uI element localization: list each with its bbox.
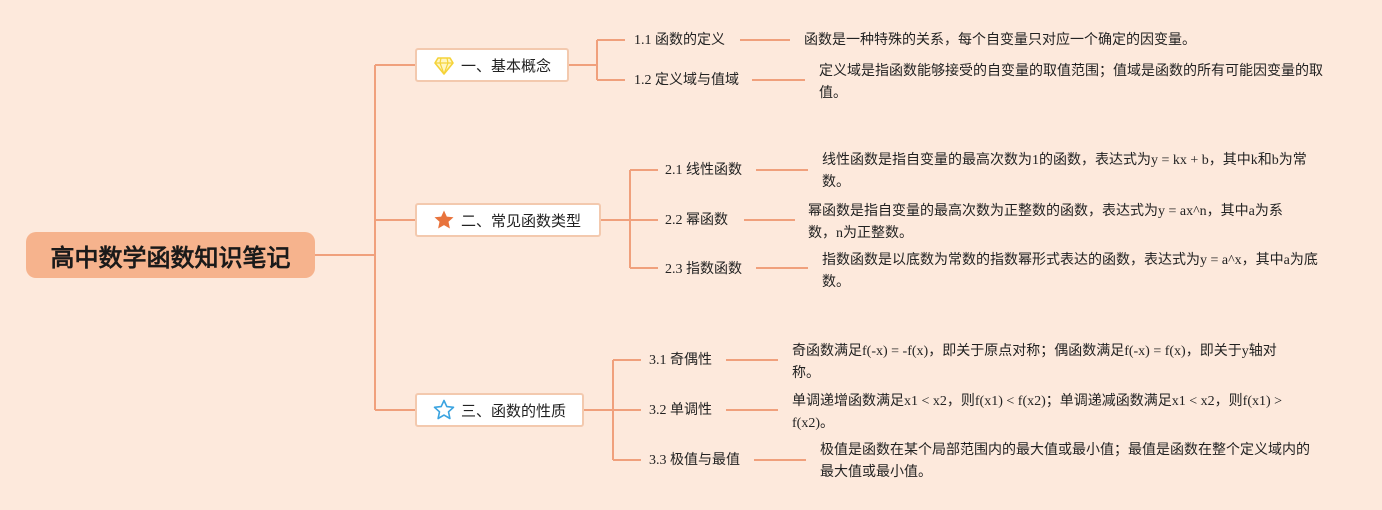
desc-exponential-function: 指数函数是以底数为常数的指数幂形式表达的函数，表达式为y = a^x，其中a为底… (822, 253, 1318, 290)
branch-common-function-types[interactable]: 二、常见函数类型 (415, 203, 601, 237)
leaf-extrema[interactable]: 3.3 极值与最值 (649, 453, 740, 468)
desc-linear-function: 线性函数是指自变量的最高次数为1的函数，表达式为y = kx + b，其中k和b… (822, 153, 1307, 190)
star-filled-icon (433, 209, 455, 231)
leaf-monotonicity[interactable]: 3.2 单调性 (649, 403, 712, 418)
desc-monotonicity: 单调递增函数满足x1 < x2，则f(x1) < f(x2)；单调递减函数满足x… (792, 394, 1283, 431)
leaf-power-function[interactable]: 2.2 幂函数 (665, 213, 728, 228)
diamond-icon (433, 54, 455, 76)
desc-power-function: 幂函数是指自变量的最高次数为正整数的函数，表达式为y = ax^n，其中a为系数… (808, 204, 1283, 241)
branch-label: 三、函数的性质 (461, 401, 567, 420)
leaf-linear-function[interactable]: 2.1 线性函数 (665, 163, 742, 178)
branch-function-properties[interactable]: 三、函数的性质 (415, 393, 584, 427)
star-outline-icon (433, 399, 455, 421)
branch-basic-concepts[interactable]: 一、基本概念 (415, 48, 569, 82)
leaf-domain-range[interactable]: 1.2 定义域与值域 (634, 73, 739, 88)
root-topic[interactable]: 高中数学函数知识笔记 (26, 232, 315, 278)
desc-domain-range: 定义域是指函数能够接受的自变量的取值范围；值域是函数的所有可能因变量的取值。 (819, 64, 1323, 101)
leaf-function-definition[interactable]: 1.1 函数的定义 (634, 33, 725, 48)
leaf-parity[interactable]: 3.1 奇偶性 (649, 353, 712, 368)
desc-function-definition: 函数是一种特殊的关系，每个自变量只对应一个确定的因变量。 (804, 33, 1196, 48)
desc-parity: 奇函数满足f(-x) = -f(x)，即关于原点对称；偶函数满足f(-x) = … (792, 344, 1277, 381)
desc-extrema: 极值是函数在某个局部范围内的最大值或最小值；最值是函数在整个定义域内的最大值或最… (820, 443, 1310, 480)
branch-label: 二、常见函数类型 (461, 211, 582, 230)
leaf-exponential-function[interactable]: 2.3 指数函数 (665, 262, 742, 277)
branch-label: 一、基本概念 (461, 56, 552, 75)
